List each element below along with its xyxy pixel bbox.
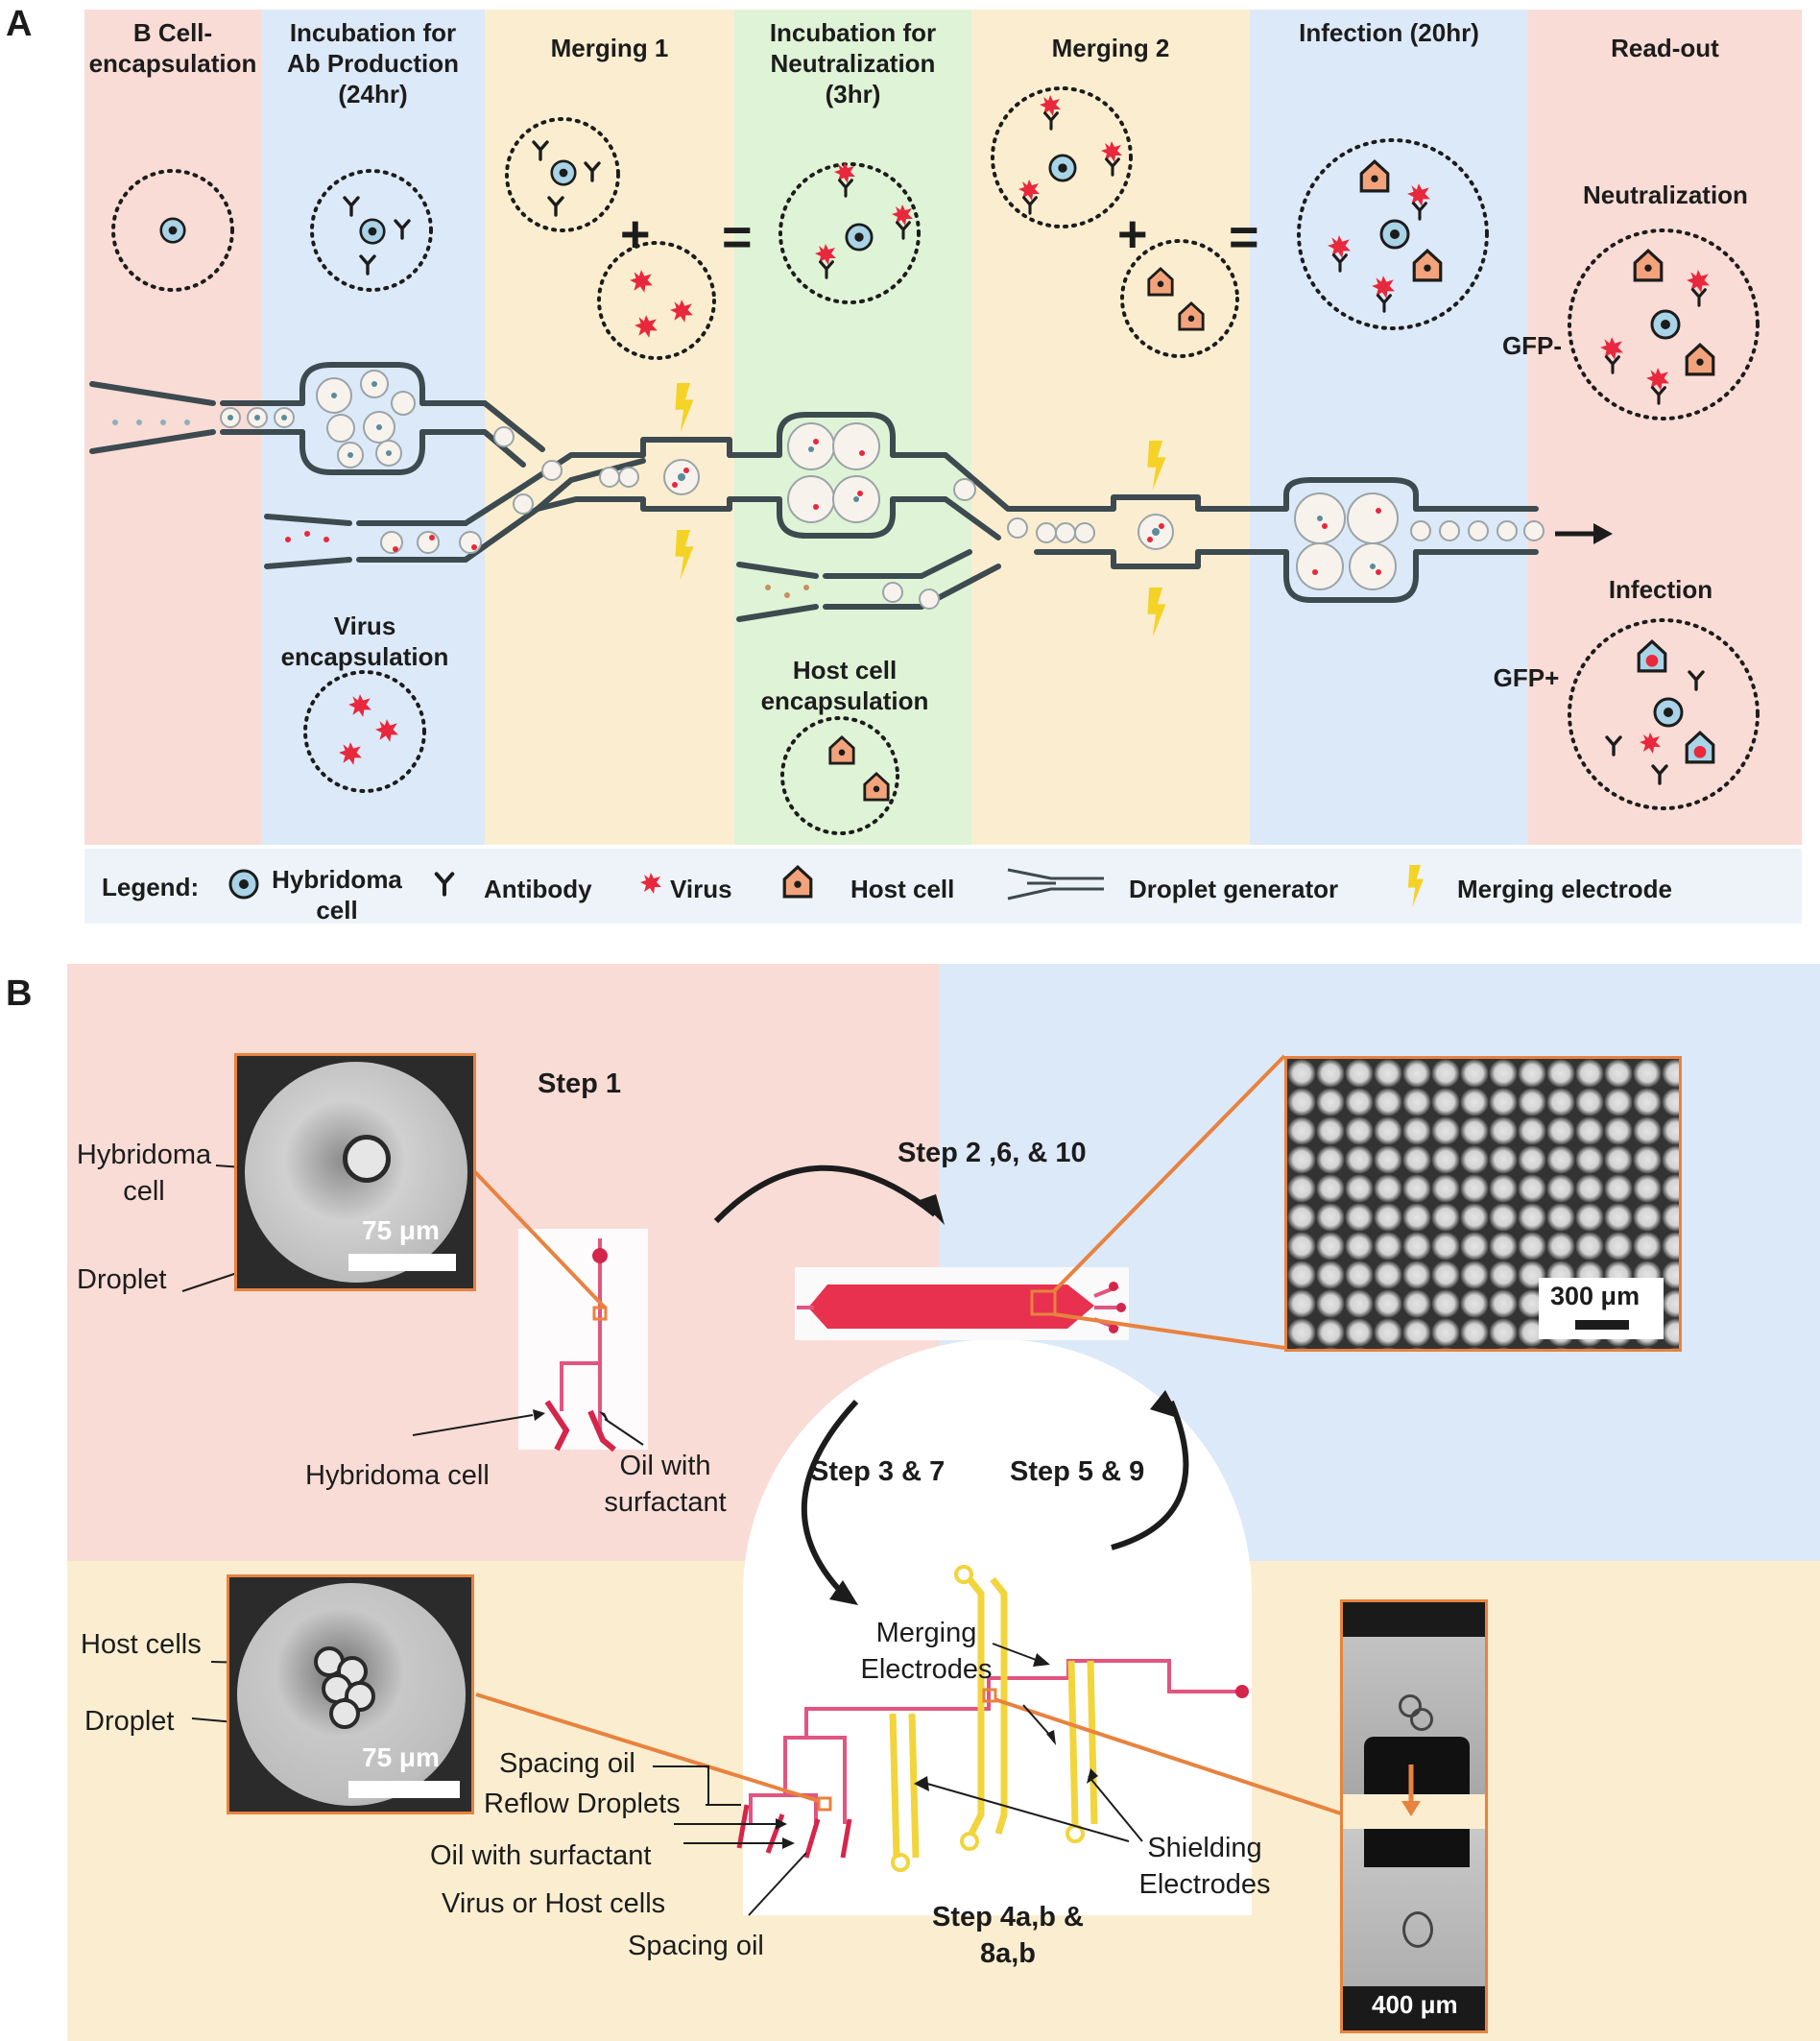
host-cells-label: Host cells bbox=[81, 1629, 202, 1660]
step-4-8-label: Step 4a,b & 8a,b bbox=[932, 1902, 1084, 1969]
legend-droplet-generator-label: Droplet generator bbox=[1129, 875, 1339, 903]
droplet-bottom-label: Droplet bbox=[84, 1706, 175, 1737]
droplet-array-micrograph: 300 μm bbox=[1284, 1056, 1682, 1352]
virus-encapsulation-label: Virus encapsulation bbox=[280, 612, 449, 671]
step-5-9-label: Step 5 & 9 bbox=[1010, 1456, 1145, 1487]
band-infection bbox=[1250, 10, 1528, 845]
heading-infection: Infection (20hr) bbox=[1299, 18, 1479, 47]
heading-b-cell-encapsulation: B Cell- encapsulation bbox=[88, 18, 257, 78]
hybridoma-cell-chip-label: Hybridoma cell bbox=[305, 1460, 490, 1491]
band-merging-1 bbox=[485, 10, 734, 845]
host-cell-encapsulation-label: Host cell encapsulation bbox=[760, 656, 929, 715]
spacing-oil-1-label: Spacing oil bbox=[499, 1748, 635, 1779]
hybridoma-cell-top-label: Hybridoma cell bbox=[76, 1140, 212, 1207]
reflow-droplets-label: Reflow Droplets bbox=[484, 1789, 681, 1819]
virus-or-host-cells-label: Virus or Host cells bbox=[442, 1888, 666, 1919]
scale-400um: 400 μm bbox=[1372, 1990, 1458, 2019]
equals-sign-2: = bbox=[1229, 208, 1259, 266]
shielding-electrodes-label: Shielding Electrodes bbox=[1138, 1833, 1271, 1900]
legend-merging-electrode-label: Merging electrode bbox=[1457, 875, 1672, 903]
scale-300um: 300 μm bbox=[1550, 1282, 1640, 1310]
heading-incubation-ab: Incubation for Ab Production (24hr) bbox=[286, 18, 460, 108]
legend-box bbox=[84, 849, 1802, 924]
heading-incubation-neutralization: Incubation for Neutralization (3hr) bbox=[769, 18, 937, 108]
hybridoma-droplet-micrograph: 75 μm bbox=[234, 1053, 476, 1291]
gfp-minus-label: GFP- bbox=[1501, 331, 1563, 360]
legend-title: Legend: bbox=[102, 873, 200, 901]
host-cell-droplet-micrograph: 75 μm bbox=[227, 1574, 474, 1814]
merging-before-after-micrograph: 400 μm bbox=[1340, 1599, 1488, 2033]
heading-merging-2: Merging 2 bbox=[1051, 34, 1170, 62]
oil-with-surfactant-top-label: Oil with surfactant bbox=[604, 1451, 727, 1518]
merging-electrodes-label: Merging Electrodes bbox=[860, 1618, 993, 1685]
gfp-plus-label: GFP+ bbox=[1493, 663, 1560, 692]
legend-antibody-label: Antibody bbox=[484, 875, 592, 903]
plus-sign-2: + bbox=[1117, 205, 1148, 263]
step-3-7-label: Step 3 & 7 bbox=[810, 1456, 946, 1487]
legend-virus-label: Virus bbox=[670, 875, 732, 903]
panel-a-letter: A bbox=[6, 4, 33, 44]
oil-with-surfactant-bottom-label: Oil with surfactant bbox=[430, 1840, 652, 1871]
heading-read-out: Read-out bbox=[1611, 34, 1719, 62]
scale-75um-top: 75 μm bbox=[362, 1215, 440, 1245]
infection-readout-label: Infection bbox=[1608, 575, 1713, 604]
panel-b-letter: B bbox=[6, 973, 33, 1014]
heading-merging-1: Merging 1 bbox=[550, 34, 669, 62]
step-2-6-10-label: Step 2 ,6, & 10 bbox=[898, 1138, 1087, 1168]
step-1-label: Step 1 bbox=[538, 1069, 622, 1099]
droplet-top-label: Droplet bbox=[77, 1264, 167, 1295]
equals-sign-1: = bbox=[722, 208, 753, 266]
scale-75um-bottom: 75 μm bbox=[362, 1742, 440, 1772]
neutralization-label: Neutralization bbox=[1583, 180, 1748, 209]
spacing-oil-2-label: Spacing oil bbox=[628, 1931, 764, 1961]
legend-host-cell-label: Host cell bbox=[850, 875, 955, 903]
legend-hybridoma-label: Hybridoma cell bbox=[272, 865, 402, 924]
plus-sign-1: + bbox=[620, 205, 651, 263]
